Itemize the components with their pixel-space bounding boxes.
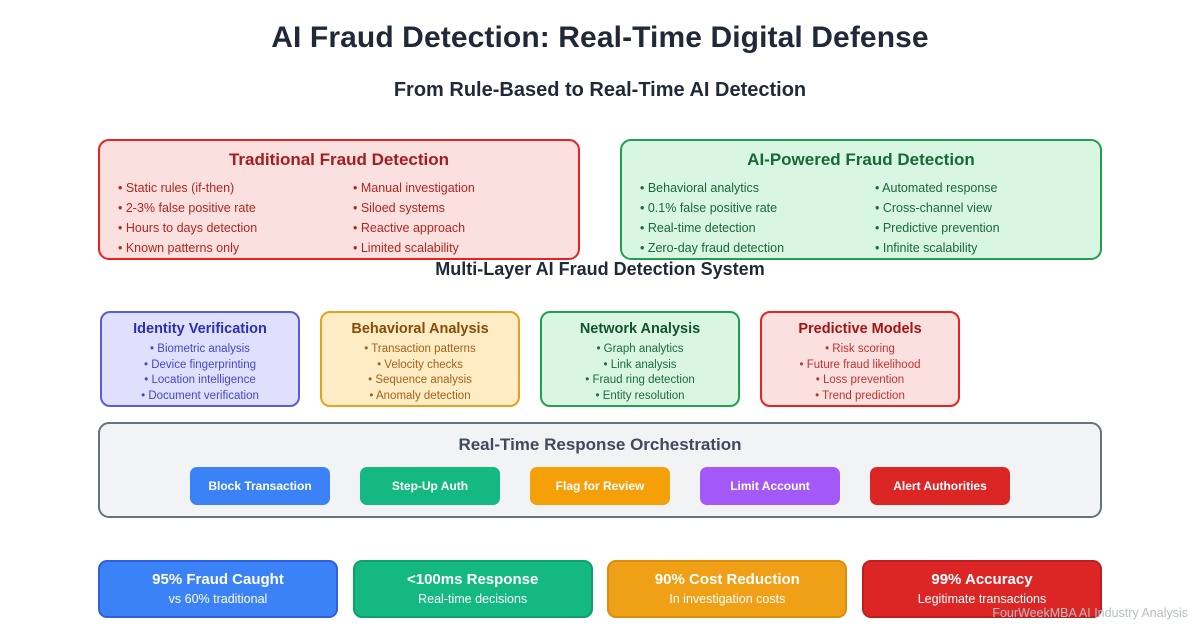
orchestration-title: Real-Time Response Orchestration xyxy=(458,435,742,454)
metric-label: vs 60% traditional xyxy=(168,592,268,606)
page-title: AI Fraud Detection: Real-Time Digital De… xyxy=(271,21,929,54)
list-item: • Known patterns only xyxy=(118,241,240,255)
layer-card-behavioral-analysis: Behavioral Analysis • Transaction patter… xyxy=(320,311,520,407)
list-item: • 0.1% false positive rate xyxy=(640,201,778,215)
metrics-row: 95% Fraud Caught vs 60% traditional <100… xyxy=(98,560,1102,618)
panel-column-right: • Automated response • Cross-channel vie… xyxy=(861,178,1082,258)
list-item: • Biometric analysis xyxy=(150,343,250,355)
list-item: • Trend prediction xyxy=(815,389,905,402)
metric-card-accuracy: 99% Accuracy Legitimate transactions xyxy=(861,560,1102,618)
panel-column-left: • Static rules (if-then) • 2-3% false po… xyxy=(118,178,339,258)
watermark: FourWeekMBA AI Industry Analysis xyxy=(992,606,1188,620)
orchestration-panel: Real-Time Response Orchestration Block T… xyxy=(98,422,1102,518)
list-item: • Zero-day fraud detection xyxy=(640,241,785,255)
panel-columns: • Behavioral analytics • 0.1% false posi… xyxy=(622,178,1100,258)
metric-value: 95% Fraud Caught xyxy=(152,571,284,588)
metric-label: In investigation costs xyxy=(669,592,786,606)
metric-value: 99% Accuracy xyxy=(931,571,1033,588)
panel-column-right: • Manual investigation • Siloed systems … xyxy=(339,178,560,258)
list-item: • Manual investigation xyxy=(353,181,475,195)
metric-label: Real-time decisions xyxy=(418,592,528,606)
list-item: • Infinite scalability xyxy=(875,241,978,255)
action-button-limit-account[interactable]: Limit Account xyxy=(700,467,840,505)
list-item: • Link analysis xyxy=(603,358,677,371)
panel-title: AI-Powered Fraud Detection xyxy=(747,150,975,169)
list-item: • Risk scoring xyxy=(825,343,895,355)
list-item: • Automated response xyxy=(875,181,998,195)
list-item: • 2-3% false positive rate xyxy=(118,201,256,215)
list-item: • Entity resolution xyxy=(595,389,685,402)
list-item: • Velocity checks xyxy=(377,358,463,371)
list-item: • Static rules (if-then) xyxy=(118,181,235,195)
traditional-fraud-detection-panel: Traditional Fraud Detection • Static rul… xyxy=(98,139,580,260)
list-item: • Siloed systems xyxy=(353,201,445,215)
layer-card-list: • Biometric analysis • Device fingerprin… xyxy=(102,342,298,404)
layer-card-network-analysis: Network Analysis • Graph analytics • Lin… xyxy=(540,311,740,407)
list-item: • Cross-channel view xyxy=(875,201,992,215)
list-item: • Graph analytics xyxy=(596,343,684,355)
list-item: • Hours to days detection xyxy=(118,221,258,235)
metric-card-fraud-caught: 95% Fraud Caught vs 60% traditional xyxy=(98,560,338,618)
list-item: • Transaction patterns xyxy=(364,343,476,355)
metric-value: 90% Cost Reduction xyxy=(654,571,800,588)
action-button-flag-for-review[interactable]: Flag for Review xyxy=(530,467,670,505)
layer-card-title: Network Analysis xyxy=(579,321,701,337)
layer-card-title: Predictive Models xyxy=(798,321,922,337)
action-button-block-transaction[interactable]: Block Transaction xyxy=(190,467,330,505)
page-subtitle: From Rule-Based to Real-Time AI Detectio… xyxy=(393,79,807,101)
list-item: • Fraud ring detection xyxy=(585,374,695,386)
metric-label: Legitimate transactions xyxy=(917,592,1047,606)
orchestration-actions: Block Transaction Step-Up Auth Flag for … xyxy=(100,467,1100,505)
layer-card-title: Behavioral Analysis xyxy=(351,321,489,337)
metric-value: <100ms Response xyxy=(406,571,539,588)
layer-card-identity-verification: Identity Verification • Biometric analys… xyxy=(100,311,300,407)
layer-card-title: Identity Verification xyxy=(133,321,267,337)
list-item: • Loss prevention xyxy=(815,374,905,386)
list-item: • Document verification xyxy=(141,389,259,402)
panel-column-left: • Behavioral analytics • 0.1% false posi… xyxy=(640,178,861,258)
list-item: • Reactive approach xyxy=(353,221,466,235)
panel-title: Traditional Fraud Detection xyxy=(228,150,450,169)
layer-card-list: • Risk scoring • Future fraud likelihood… xyxy=(762,342,958,404)
section-heading: Multi-Layer AI Fraud Detection System xyxy=(435,259,765,279)
list-item: • Predictive prevention xyxy=(875,221,1000,235)
list-item: • Device fingerprinting xyxy=(143,358,257,371)
metric-card-cost-reduction: 90% Cost Reduction In investigation cost… xyxy=(607,560,848,618)
list-item: • Behavioral analytics xyxy=(640,181,760,195)
metric-card-response-time: <100ms Response Real-time decisions xyxy=(352,560,593,618)
list-item: • Anomaly detection xyxy=(369,389,471,402)
action-button-alert-authorities[interactable]: Alert Authorities xyxy=(870,467,1010,505)
list-item: • Location intelligence xyxy=(144,374,256,386)
panel-columns: • Static rules (if-then) • 2-3% false po… xyxy=(100,178,578,258)
list-item: • Limited scalability xyxy=(353,241,459,255)
list-item: • Sequence analysis xyxy=(368,374,472,386)
layer-card-list: • Graph analytics • Link analysis • Frau… xyxy=(542,342,738,404)
layer-card-list: • Transaction patterns • Velocity checks… xyxy=(322,342,518,404)
list-item: • Real-time detection xyxy=(640,221,756,235)
action-button-step-up-auth[interactable]: Step-Up Auth xyxy=(360,467,500,505)
list-item: • Future fraud likelihood xyxy=(799,358,921,371)
ai-powered-fraud-detection-panel: AI-Powered Fraud Detection • Behavioral … xyxy=(620,139,1102,260)
layer-card-predictive-models: Predictive Models • Risk scoring • Futur… xyxy=(760,311,960,407)
